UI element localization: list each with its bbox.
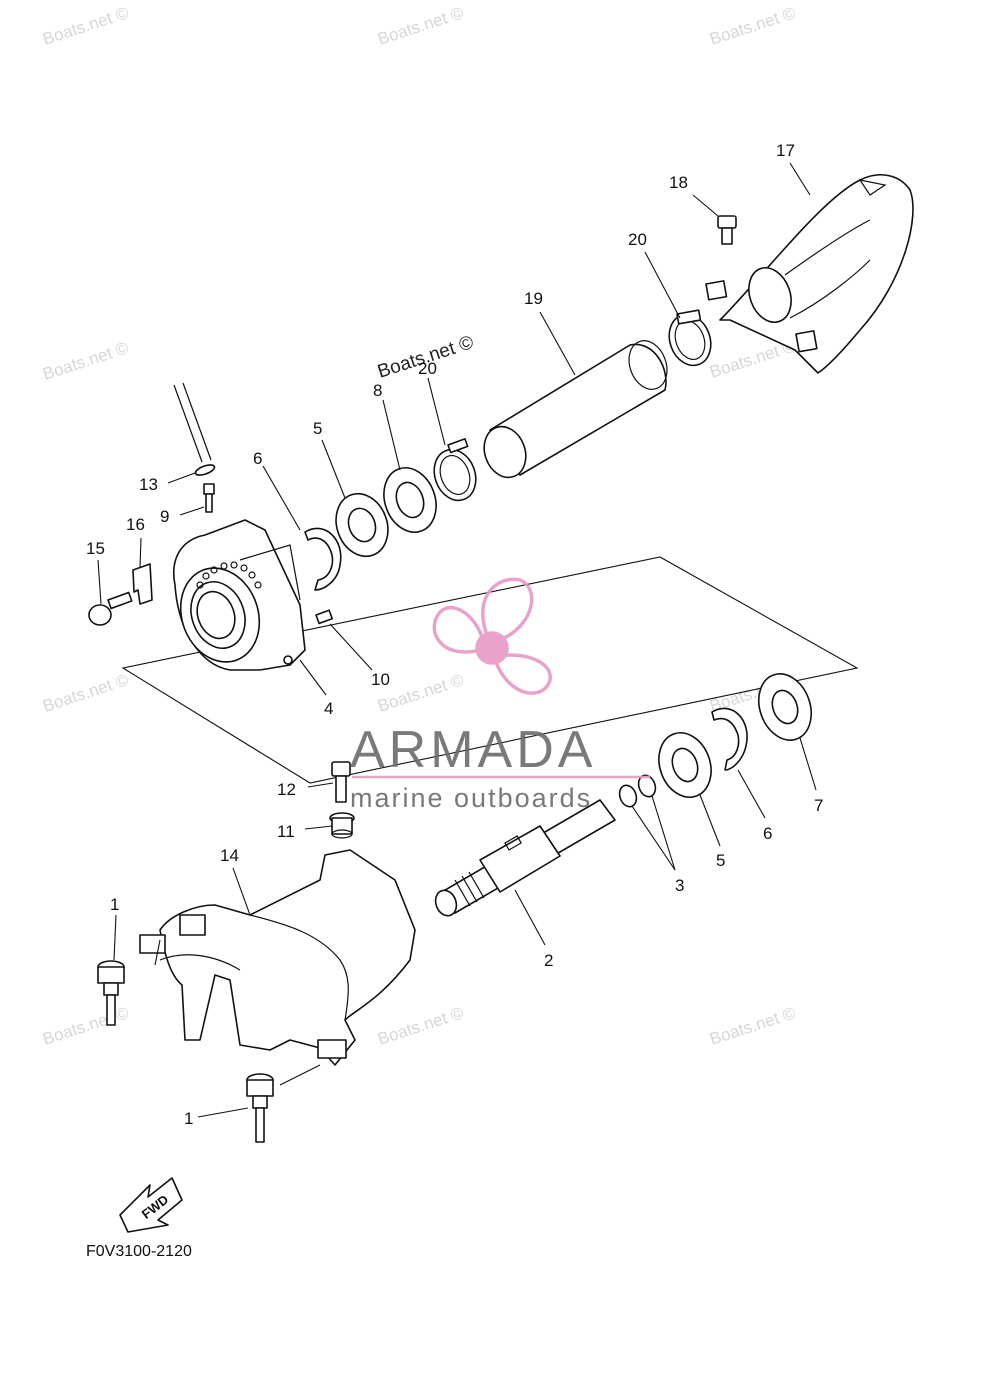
watermark: Boats.net © bbox=[375, 3, 466, 49]
part-19-hose bbox=[483, 340, 668, 479]
callout-6-lower: 6 bbox=[763, 824, 772, 843]
part-12-bolt bbox=[331, 761, 351, 803]
part-5-bearing-upper bbox=[335, 492, 389, 558]
part-8-bearing bbox=[383, 467, 437, 533]
watermark: Boats.net © bbox=[707, 1003, 798, 1049]
part-3-o-rings bbox=[618, 774, 657, 808]
fwd-arrow-icon: FWD bbox=[119, 1177, 183, 1233]
watermark: Boats.net © bbox=[40, 1003, 131, 1049]
watermark: Boats.net © bbox=[707, 3, 798, 49]
part-15-bolt bbox=[88, 591, 133, 626]
callout-13: 13 bbox=[139, 475, 158, 494]
callout-7: 7 bbox=[814, 796, 823, 815]
watermark: Boats.net © bbox=[375, 1003, 466, 1049]
part-9-bolt bbox=[203, 483, 215, 513]
part-6-circlip-lower bbox=[711, 707, 748, 771]
part-14-housing bbox=[139, 849, 416, 1066]
callout-6-upper: 6 bbox=[253, 449, 262, 468]
callout-numbers: 17 18 20 19 20 8 5 6 13 9 16 15 10 4 12 … bbox=[86, 141, 823, 1128]
part-20-clamp-upper bbox=[668, 309, 712, 367]
part-17-cover bbox=[705, 174, 914, 374]
callout-9: 9 bbox=[160, 507, 169, 526]
part-1-fastener-upper bbox=[97, 960, 125, 1026]
callout-1-lower: 1 bbox=[184, 1109, 193, 1128]
callout-5-lower: 5 bbox=[716, 851, 725, 870]
part-10-pin bbox=[315, 609, 334, 625]
callout-16: 16 bbox=[126, 515, 145, 534]
brand-overlay: ARMADA marine outboards bbox=[350, 577, 650, 813]
part-5-bearing-lower bbox=[658, 732, 712, 798]
part-20-clamp-lower bbox=[433, 438, 477, 502]
part-4-bearing-housing bbox=[173, 519, 306, 671]
callout-4: 4 bbox=[324, 699, 333, 718]
watermark: Boats.net © bbox=[40, 670, 131, 716]
diagram-part-code: F0V3100-2120 bbox=[86, 1243, 192, 1260]
part-2-drive-shaft bbox=[434, 799, 616, 917]
callout-20-upper: 20 bbox=[628, 230, 647, 249]
callout-20-lower: 20 bbox=[418, 359, 437, 378]
watermark: Boats.net © bbox=[40, 338, 131, 384]
callout-18: 18 bbox=[669, 173, 688, 192]
callout-8: 8 bbox=[373, 381, 382, 400]
callout-15: 15 bbox=[86, 539, 105, 558]
callout-19: 19 bbox=[524, 289, 543, 308]
assembly-region-outline bbox=[121, 556, 859, 784]
part-7-bearing bbox=[757, 673, 813, 741]
brand-name: ARMADA bbox=[350, 721, 596, 779]
part-16-plate bbox=[132, 563, 153, 605]
callout-12: 12 bbox=[277, 780, 296, 799]
watermark: Boats.net © bbox=[40, 3, 131, 49]
callout-10: 10 bbox=[371, 670, 390, 689]
part-6-circlip-upper bbox=[304, 527, 342, 591]
shift-rod bbox=[173, 382, 212, 463]
leader-lines bbox=[97, 162, 817, 1118]
callout-11: 11 bbox=[277, 822, 295, 841]
part-1-fastener-lower bbox=[246, 1073, 274, 1143]
callout-14: 14 bbox=[220, 846, 239, 865]
callout-5-upper: 5 bbox=[313, 419, 322, 438]
part-13-clip bbox=[194, 464, 216, 476]
propeller-logo-icon bbox=[432, 577, 552, 695]
part-18-bolt bbox=[717, 215, 737, 245]
callout-17: 17 bbox=[776, 141, 795, 160]
callout-2: 2 bbox=[544, 951, 553, 970]
callout-3: 3 bbox=[675, 876, 684, 895]
callout-1-upper: 1 bbox=[110, 895, 119, 914]
brand-tagline: marine outboards bbox=[350, 783, 592, 813]
